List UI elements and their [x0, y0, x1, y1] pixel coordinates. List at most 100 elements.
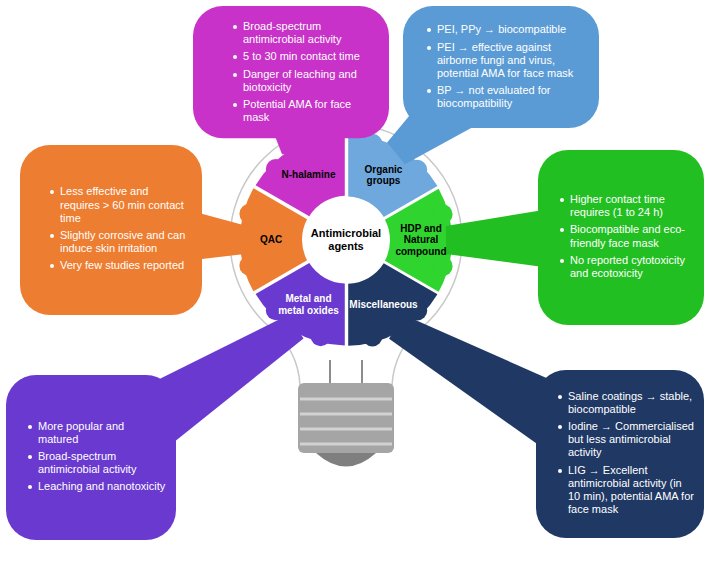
- bullet-text: LIG → Excellent antimicrobial activity (…: [568, 464, 694, 516]
- text-body: Metal and metal oxides: [276, 293, 342, 316]
- bullet-text: Danger of leaching and biotoxicity: [243, 68, 357, 93]
- bullet-dot: [560, 259, 564, 263]
- bullet-item: More popular and matured: [28, 420, 166, 446]
- callout-outline: [538, 150, 539, 151]
- sector-outline: [274, 169, 275, 170]
- bullet-item: PEI → effective against airborne fungi a…: [427, 41, 585, 81]
- bulb-base: [298, 383, 394, 453]
- bullet-text: PEI → effective against airborne fungi a…: [437, 41, 573, 79]
- center-title: Antimicrobial agents: [300, 227, 392, 252]
- text-body: HDP and Natural compound: [392, 223, 450, 258]
- callout-panel: Less effective and requires > 60 min con…: [20, 145, 202, 315]
- category-label: N-halamine: [274, 169, 344, 181]
- bullet-text: Potential AMA for face mask: [243, 98, 351, 123]
- bullet-text: Saline coatings → stable, biocompatible: [568, 390, 692, 415]
- petal-bump: [239, 204, 259, 224]
- category-petal: Miscellaneous: [348, 299, 420, 311]
- category-label: Metal and metal oxides: [276, 293, 342, 316]
- category-label: Organic groups: [349, 164, 419, 187]
- text-body: Higher contact time requires (1 to 24 h)…: [538, 150, 704, 325]
- category-label: HDP and Natural compound: [392, 223, 450, 258]
- sector-outline: [349, 164, 350, 165]
- bullet-dot: [50, 264, 54, 268]
- bullet-text: Very few studies reported: [60, 259, 184, 271]
- bullet-dot: [558, 469, 562, 473]
- bullet-dot: [28, 425, 32, 429]
- text-body: Broad-spectrum antimicrobial activity5 t…: [193, 6, 389, 138]
- callout-shape: [403, 6, 599, 128]
- bullet-dot: [558, 395, 562, 399]
- bullet-dot: [50, 234, 54, 238]
- petal-bump: [407, 159, 427, 179]
- category-petal: N-halamine: [274, 169, 344, 181]
- callout-outline: [536, 370, 537, 371]
- text-body: Organic groups: [349, 164, 419, 187]
- text-body: Antimicrobial agents: [300, 227, 392, 252]
- bullet-item: No reported cytotoxicity and ecotoxicity: [560, 254, 696, 280]
- sector-outline: [348, 299, 349, 300]
- text-body: QAC: [243, 234, 299, 246]
- bullet-item: Biocompatible and eco-friendly face mask: [560, 223, 696, 249]
- callout-panel: PEI, PPy → biocompatiblePEI → effective …: [403, 6, 599, 128]
- callout-outline: [403, 6, 404, 7]
- callout-shape: [538, 150, 704, 325]
- callout-shape: [6, 375, 176, 540]
- sector-outline: [276, 293, 277, 294]
- bulb-glass: [230, 124, 462, 356]
- category-petal: QAC: [243, 234, 299, 246]
- bullet-dot: [560, 228, 564, 232]
- bullet-item: Potential AMA for face mask: [233, 98, 377, 124]
- bullet-dot: [427, 28, 431, 32]
- bullet-text: 5 to 30 min contact time: [243, 50, 360, 62]
- bullet-dot: [560, 198, 564, 202]
- category-petal: Organic groups: [349, 164, 419, 187]
- bullet-dot: [233, 55, 237, 59]
- text-body: Less effective and requires > 60 min con…: [20, 145, 202, 315]
- bullet-text: Broad-spectrum antimicrobial activity: [38, 450, 136, 475]
- category-label: Miscellaneous: [348, 299, 420, 311]
- bullet-dot: [233, 103, 237, 107]
- bullet-text: Leaching and nanotoxicity: [38, 480, 165, 492]
- petal-bump: [362, 327, 382, 347]
- bullet-text: Higher contact time requires (1 to 24 h): [570, 193, 665, 218]
- callout-outline: [20, 145, 21, 146]
- category-label: QAC: [243, 234, 299, 246]
- bullet-dot: [28, 485, 32, 489]
- bullet-item: Leaching and nanotoxicity: [28, 480, 166, 493]
- bullet-dot: [233, 25, 237, 29]
- bulb-contact: [316, 453, 376, 467]
- callout-shape: [536, 370, 704, 538]
- bullet-item: Very few studies reported: [50, 259, 188, 272]
- bulb-filament: [330, 360, 362, 385]
- sector-outline: [392, 223, 393, 224]
- bullet-item: Slightly corrosive and can induce skin i…: [50, 229, 188, 255]
- text-body: Miscellaneous: [348, 299, 420, 311]
- bullet-item: LIG → Excellent antimicrobial activity (…: [558, 464, 696, 517]
- petal-bump: [310, 327, 330, 347]
- callout-panel: Saline coatings → stable, biocompatibleI…: [536, 370, 704, 538]
- bullet-item: 5 to 30 min contact time: [233, 50, 377, 63]
- petal-bump: [433, 256, 453, 276]
- bullet-item: PEI, PPy → biocompatible: [427, 23, 585, 36]
- bullet-text: Slightly corrosive and can induce skin i…: [60, 229, 185, 254]
- bullet-item: Iodine → Commercialised but less antimic…: [558, 420, 696, 460]
- bullet-item: Less effective and requires > 60 min con…: [50, 185, 188, 225]
- bullet-text: No reported cytotoxicity and ecotoxicity: [570, 254, 685, 279]
- bullet-text: Less effective and requires > 60 min con…: [60, 185, 184, 223]
- bulb-thread: [300, 399, 392, 444]
- callout-panel: Broad-spectrum antimicrobial activity5 t…: [193, 6, 389, 138]
- bullet-text: More popular and matured: [38, 420, 124, 445]
- bullet-item: Saline coatings → stable, biocompatible: [558, 390, 696, 416]
- bullet-text: Iodine → Commercialised but less antimic…: [568, 420, 694, 458]
- bullet-dot: [427, 89, 431, 93]
- bullet-text: PEI, PPy → biocompatible: [437, 23, 566, 35]
- bullet-item: Broad-spectrum antimicrobial activity: [28, 450, 166, 476]
- category-petal: Metal and metal oxides: [276, 293, 342, 316]
- callout-shape: [193, 6, 389, 138]
- callout-panel: Higher contact time requires (1 to 24 h)…: [538, 150, 704, 325]
- bullet-dot: [427, 46, 431, 50]
- category-petal: HDP and Natural compound: [392, 223, 450, 258]
- bullet-dot: [50, 190, 54, 194]
- callout-outline: [193, 6, 194, 7]
- callout-shape: [20, 145, 202, 315]
